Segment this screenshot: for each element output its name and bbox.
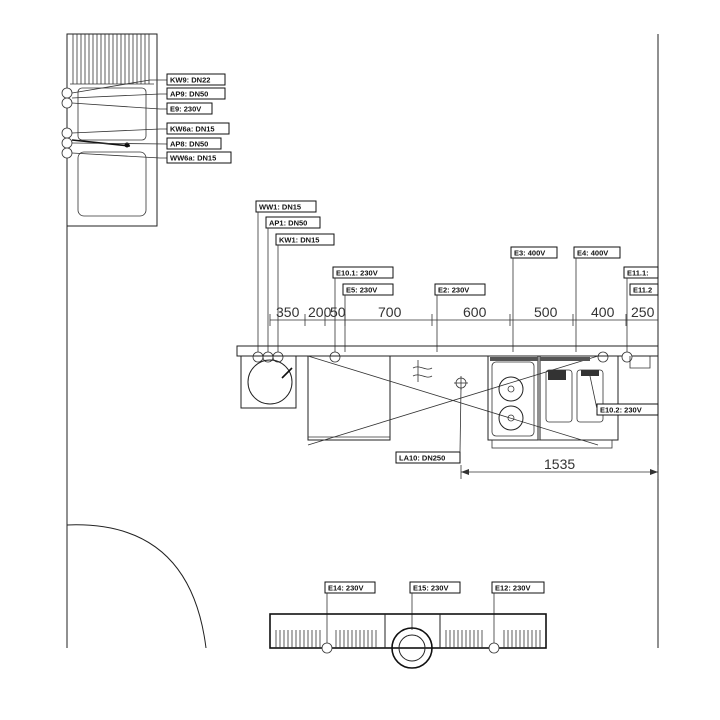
label-e12: E12: 230V: [491, 581, 545, 594]
svg-text:E4: 400V: E4: 400V: [577, 249, 608, 258]
cooktop: [487, 355, 539, 441]
label-e9: E9: 230V: [166, 102, 213, 115]
right-fixture: [629, 356, 651, 369]
label-e14: E14: 230V: [324, 581, 376, 594]
label-e3: E3: 400V: [510, 246, 558, 259]
label-ww1: WW1: DN15: [255, 200, 317, 213]
label-ap8: AP8: DN50: [166, 137, 222, 150]
dim-50: 50: [330, 304, 346, 320]
svg-text:AP8: DN50: AP8: DN50: [170, 140, 208, 149]
svg-text:E11.2: E11.2: [633, 286, 652, 295]
label-e4: E4: 400V: [573, 246, 621, 259]
svg-text:E9: 230V: E9: 230V: [170, 105, 201, 114]
label-e10-2: E10.2: 230V: [596, 403, 659, 416]
svg-text:WW1: DN15: WW1: DN15: [259, 203, 301, 212]
top-left-unit: [61, 33, 168, 227]
svg-text:E14: 230V: E14: 230V: [328, 584, 363, 593]
dim-250: 250: [631, 304, 655, 320]
dim-500: 500: [534, 304, 558, 320]
fryer-units: [491, 355, 619, 449]
dim-700: 700: [378, 304, 402, 320]
svg-text:E2: 230V: E2: 230V: [438, 286, 469, 295]
label-la10: LA10: DN250: [395, 451, 461, 464]
svg-text:E5: 230V: E5: 230V: [346, 286, 377, 295]
cabinet-cross: [307, 355, 599, 446]
dim-1535: 1535: [544, 456, 575, 472]
label-e11-1: E11.1:: [623, 266, 659, 279]
dim-600: 600: [463, 304, 487, 320]
dimension-1535: 1535: [460, 456, 659, 479]
svg-text:E15: 230V: E15: 230V: [413, 584, 448, 593]
sink-unit: [240, 355, 297, 409]
svg-text:AP1: DN50: AP1: DN50: [269, 219, 307, 228]
svg-text:KW1: DN15: KW1: DN15: [279, 236, 319, 245]
bottom-equipment: [269, 613, 547, 669]
label-ww6a: WW6a: DN15: [166, 151, 232, 164]
dim-350: 350: [276, 304, 300, 320]
svg-text:LA10: DN250: LA10: DN250: [399, 454, 445, 463]
label-kw9: KW9: DN22: [166, 73, 226, 86]
svg-text:KW6a: DN15: KW6a: DN15: [170, 125, 215, 134]
door-swing-arc: [66, 524, 207, 649]
label-e15: E15: 230V: [409, 581, 461, 594]
label-ap9: AP9: DN50: [166, 87, 226, 100]
label-e2: E2: 230V: [434, 283, 486, 296]
dim-200: 200: [308, 304, 332, 320]
leader-e10-2: [589, 375, 598, 410]
svg-text:AP9: DN50: AP9: DN50: [170, 90, 208, 99]
svg-text:WW6a: DN15: WW6a: DN15: [170, 154, 216, 163]
svg-text:E10.1: 230V: E10.1: 230V: [336, 269, 378, 278]
svg-text:KW9: DN22: KW9: DN22: [170, 76, 210, 85]
label-e10-1: E10.1: 230V: [332, 266, 394, 279]
counter-connection-circles: [252, 351, 633, 363]
leader-la10: [459, 387, 462, 453]
label-e11-2: E11.2: [629, 283, 659, 296]
svg-text:E10.2: 230V: E10.2: 230V: [600, 406, 642, 415]
dim-400: 400: [591, 304, 615, 320]
label-leaders: [257, 212, 628, 352]
svg-text:E3: 400V: E3: 400V: [514, 249, 545, 258]
bottom-leaders: [326, 593, 495, 648]
label-kw6a: KW6a: DN15: [166, 122, 230, 135]
label-kw1: KW1: DN15: [275, 233, 335, 246]
dimension-chain: 350 200 50 700 600 500 400 250: [269, 304, 658, 326]
counter-top: [236, 345, 659, 357]
label-e5: E5: 230V: [342, 283, 394, 296]
svg-text:E11.1:: E11.1:: [627, 269, 649, 278]
label-ap1: AP1: DN50: [265, 216, 321, 229]
svg-text:E12: 230V: E12: 230V: [495, 584, 530, 593]
hatched-grill: [70, 34, 154, 85]
